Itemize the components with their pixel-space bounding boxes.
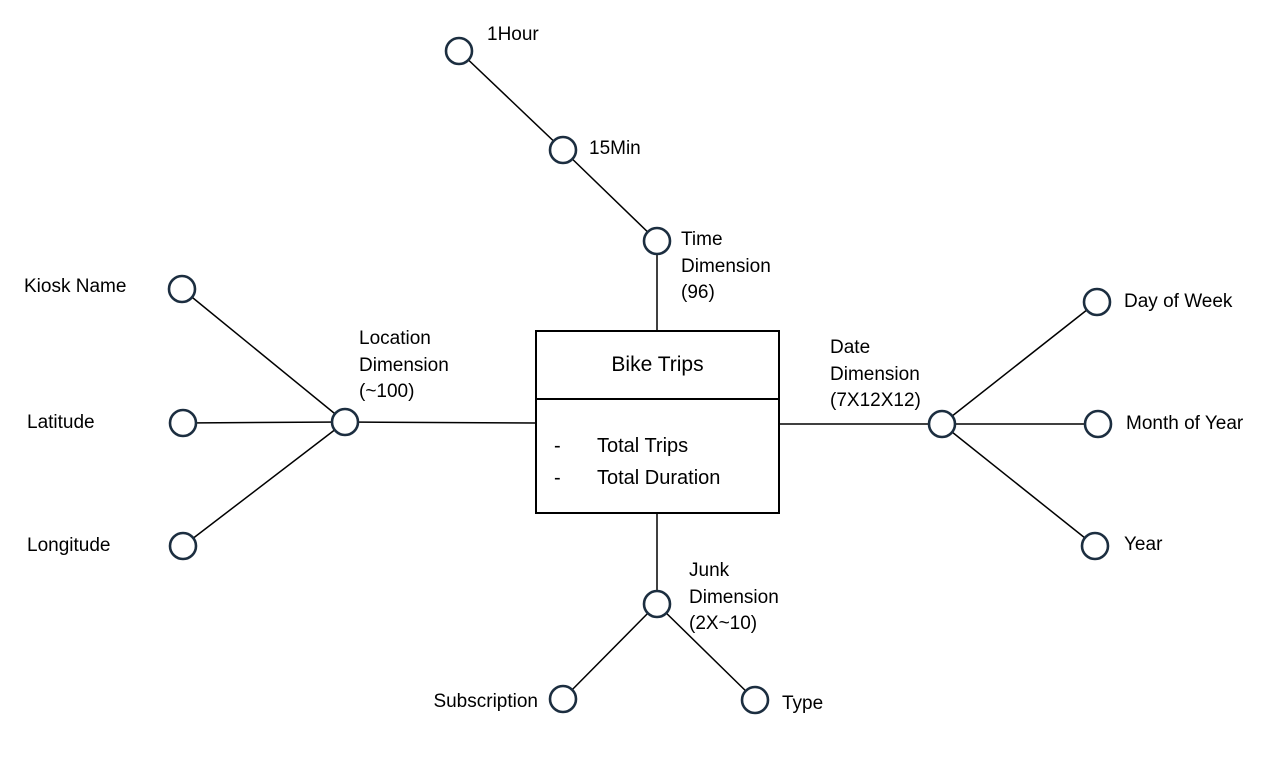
node-longitude <box>168 531 198 561</box>
fact-table-title: Bike Trips <box>537 332 778 400</box>
edge-datedim-year <box>941 423 1096 547</box>
node-subscription <box>548 684 578 714</box>
node-year <box>1080 531 1110 561</box>
bullet-dash: - <box>554 467 561 489</box>
node-1hour <box>444 36 474 66</box>
edge-junkdim-type <box>656 603 756 701</box>
node-kiosk-name <box>167 274 197 304</box>
edges <box>181 50 1098 701</box>
label-time-dimension: Time Dimension (96) <box>681 229 771 303</box>
label-subscription: Subscription <box>433 691 538 712</box>
label-15min: 15Min <box>589 138 641 159</box>
measure-label: Total Duration <box>597 467 721 489</box>
label-longitude: Longitude <box>27 535 111 556</box>
label-junk-dimension: Junk Dimension (2X~10) <box>689 560 779 634</box>
node-15min <box>548 135 578 165</box>
measure-label: Total Trips <box>597 435 689 457</box>
edge-datedim-dayofweek <box>941 301 1098 425</box>
node-day-of-week <box>1082 287 1112 317</box>
label-latitude: Latitude <box>27 412 95 433</box>
edge-latitude-locationdim <box>182 421 346 424</box>
node-latitude <box>168 408 198 438</box>
bullet-dash: - <box>554 435 561 457</box>
measure-row: - Total Trips <box>537 430 778 462</box>
label-year: Year <box>1124 534 1163 555</box>
node-location-dimension <box>330 407 360 437</box>
label-date-dimension: Date Dimension (7X12X12) <box>830 337 921 411</box>
label-kiosk-name: Kiosk Name <box>24 276 127 297</box>
node-type <box>740 685 770 715</box>
node-date-dimension <box>927 409 957 439</box>
nodes <box>167 36 1113 715</box>
label-location-dimension: Location Dimension (~100) <box>359 328 449 402</box>
node-time-dimension <box>642 226 672 256</box>
edge-15min-timedim <box>562 149 658 242</box>
node-month-of-year <box>1083 409 1113 439</box>
fact-table-box: Bike Trips - Total Trips - Total Duratio… <box>535 330 780 514</box>
edge-kioskname-locationdim <box>181 288 346 423</box>
measure-row: - Total Duration <box>537 462 778 494</box>
fact-measures-list: - Total Trips - Total Duration <box>537 400 778 494</box>
node-junk-dimension <box>642 589 672 619</box>
label-month-of-year: Month of Year <box>1126 413 1244 434</box>
edge-longitude-locationdim <box>182 421 346 547</box>
label-day-of-week: Day of Week <box>1124 291 1233 312</box>
edge-1hour-15min <box>458 50 564 151</box>
label-1hour: 1Hour <box>487 24 539 45</box>
edge-locationdim-fact <box>344 421 536 424</box>
edge-junkdim-subscription <box>562 603 658 700</box>
label-type: Type <box>782 693 824 714</box>
